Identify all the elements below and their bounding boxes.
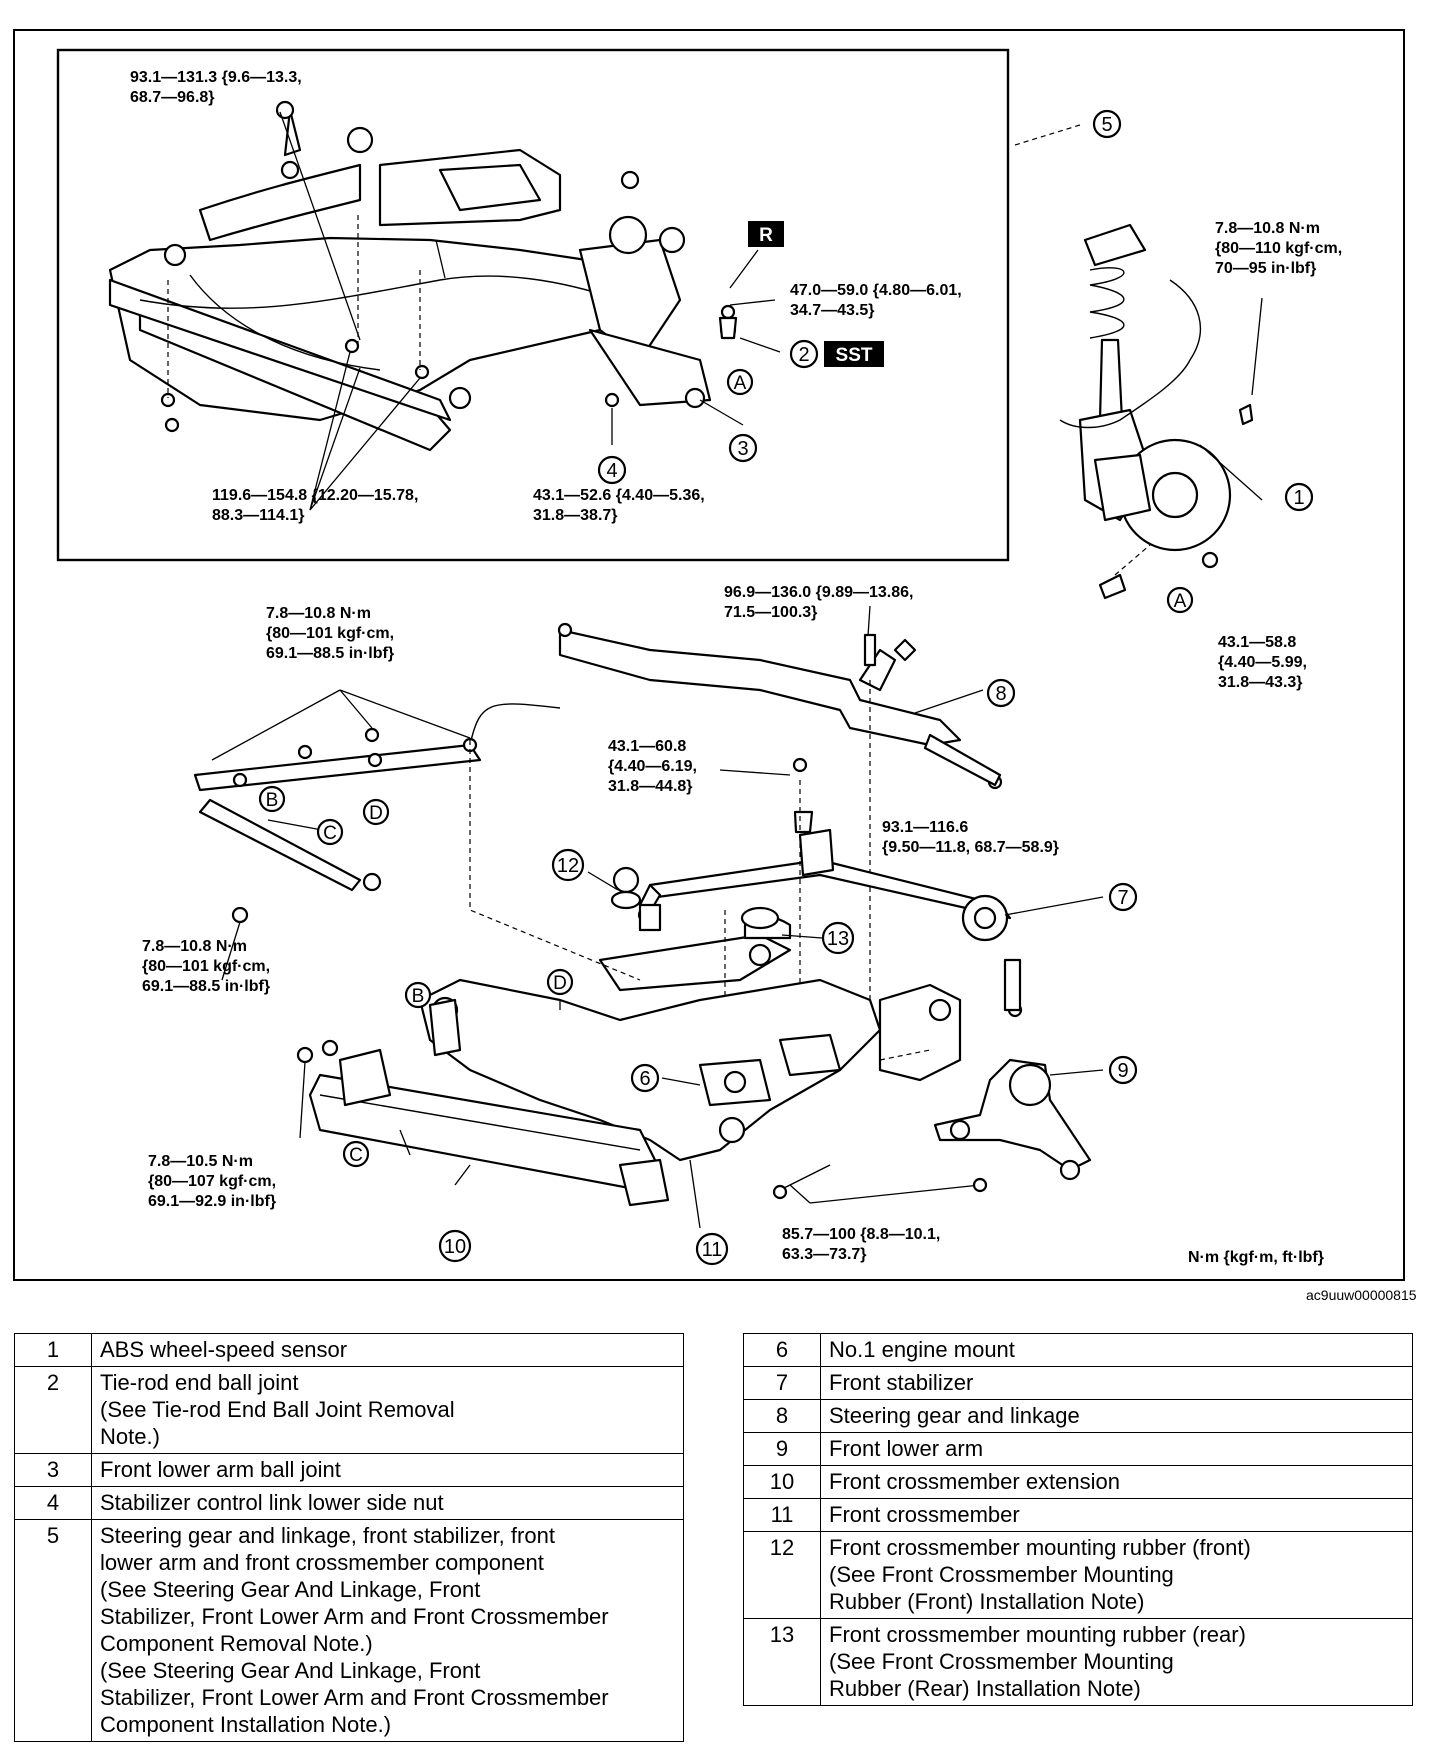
callout-5: 5: [1101, 114, 1112, 136]
mounting-rubbers-drawing: [587, 871, 823, 939]
part-name: Front crossmember mounting rubber (rear)…: [820, 1618, 1413, 1706]
part-name: No.1 engine mount: [820, 1333, 1413, 1367]
front-stabilizer-drawing: [637, 757, 1104, 1018]
part-name: Front crossmember extension: [820, 1465, 1413, 1499]
steering-gear-drawing: [557, 605, 1003, 1010]
torque-label-control-link-nut: 43.1—52.6 {4.40—5.36,31.8—38.7}: [533, 487, 705, 524]
torque-label-extension-nut: 7.8—10.5 N·m{80—107 kgf·cm,69.1—92.9 in·…: [148, 1153, 276, 1210]
part-name: Front crossmember mounting rubber (front…: [820, 1531, 1413, 1619]
marker-a-knuckle: A: [1174, 591, 1187, 612]
part-name: Steering gear and linkage: [820, 1399, 1413, 1433]
part-name: Front crossmember: [820, 1498, 1413, 1532]
exploded-view-diagram: 93.1—131.3 {9.6—13.3,68.7—96.8} 119.6—15…: [13, 29, 1405, 1281]
part-number: 11: [743, 1498, 821, 1532]
strut-knuckle-assembly: [1059, 223, 1263, 600]
part-name: Front lower arm ball joint: [91, 1453, 684, 1487]
torque-label-upper-arm-nut: 93.1—131.3 {9.6—13.3,68.7—96.8}: [130, 69, 302, 106]
part-number: 4: [14, 1486, 92, 1520]
callout-9: 9: [1117, 1060, 1128, 1082]
outer-frame: [13, 29, 1405, 1281]
part-number: 6: [743, 1333, 821, 1367]
torque-label-stabilizer-bracket-lower: 7.8—10.8 N·m{80—101 kgf·cm,69.1—88.5 in·…: [142, 938, 270, 995]
crossmember-drawing: [296, 740, 962, 1229]
part-number: 8: [743, 1399, 821, 1433]
part-number: 13: [743, 1618, 821, 1706]
marker-b-stabilizer: B: [266, 790, 279, 811]
part-number: 1: [14, 1333, 92, 1367]
part-number: 5: [14, 1519, 92, 1742]
marker-d-crossmember: D: [553, 973, 567, 994]
part-name: Front lower arm: [820, 1432, 1413, 1466]
callout-4: 4: [606, 460, 617, 482]
part-name: Tie-rod end ball joint (See Tie-rod End …: [91, 1366, 684, 1454]
callout-3: 3: [737, 438, 748, 460]
replace-tag: R: [759, 225, 773, 246]
part-name: Stabilizer control link lower side nut: [91, 1486, 684, 1520]
callouts: 1 2 3 4 5 6 7 8 9 10 11 12 13: [438, 109, 1314, 1266]
part-number: 10: [743, 1465, 821, 1499]
part-number: 9: [743, 1432, 821, 1466]
lower-arm-engine-mount-drawing: [661, 1033, 1104, 1204]
marker-c-stabilizer: C: [323, 823, 337, 844]
sst-tag: SST: [836, 345, 873, 366]
torque-label-steering-gear-bolt: 96.9—136.0 {9.89—13.86,71.5—100.3}: [724, 584, 913, 621]
part-name: ABS wheel-speed sensor: [91, 1333, 684, 1367]
torque-label-stabilizer-link: 43.1—60.8{4.40—6.19,31.8—44.8}: [608, 738, 697, 795]
callout-6: 6: [639, 1068, 650, 1090]
callout-10: 10: [444, 1236, 466, 1258]
callout-11: 11: [702, 1239, 723, 1261]
torque-label-stabilizer-bracket-upper: 7.8—10.8 N·m{80—101 kgf·cm,69.1—88.5 in·…: [266, 605, 394, 662]
part-number: 7: [743, 1366, 821, 1400]
figure-code: ac9uuw00000815: [1306, 1287, 1417, 1303]
letter-markers: A A B B C C D D: [258, 368, 1194, 1168]
part-number: 2: [14, 1366, 92, 1454]
torque-label-lower-arm-bolt: 85.7—100 {8.8—10.1,63.3—73.7}: [782, 1226, 940, 1263]
inset-frame: [56, 48, 1010, 562]
part-name: Steering gear and linkage, front stabili…: [91, 1519, 684, 1742]
replace-tag-box: [748, 221, 784, 247]
stabilizer-linkage-drawing: [193, 689, 561, 981]
marker-d-stabilizer: D: [369, 803, 383, 824]
callout-13: 13: [827, 928, 849, 950]
callout-1: 1: [1293, 487, 1304, 509]
marker-b-crossmember: B: [412, 986, 425, 1007]
torque-label-stabilizer-bracket-bolt: 93.1—116.6{9.50—11.8, 68.7—58.9}: [882, 819, 1059, 856]
unit-legend: N·m {kgf·m, ft·lbf}: [1188, 1249, 1324, 1266]
part-name: Front stabilizer: [820, 1366, 1413, 1400]
callout-12: 12: [557, 855, 579, 877]
torque-label-tie-rod-nut: 47.0—59.0 {4.80—6.01,34.7—43.5}: [790, 282, 962, 319]
marker-c-extension: C: [349, 1145, 363, 1166]
torque-label-crossmember-bolts: 119.6—154.8 {12.20—15.78,88.3—114.1}: [212, 487, 418, 524]
inset-assembly: [108, 100, 1081, 511]
part-number: 3: [14, 1453, 92, 1487]
torque-label-abs-sensor-bolt: 7.8—10.8 N·m{80—110 kgf·cm,70—95 in·lbf}: [1215, 220, 1342, 277]
callout-8: 8: [995, 683, 1006, 705]
part-number: 12: [743, 1531, 821, 1619]
sst-tag-box: [824, 341, 884, 367]
callout-2: 2: [798, 344, 809, 366]
marker-a-inset: A: [734, 373, 747, 394]
callout-7: 7: [1117, 887, 1128, 909]
torque-label-knuckle-bolt: 43.1—58.8{4.40—5.99,31.8—43.3}: [1218, 634, 1307, 691]
